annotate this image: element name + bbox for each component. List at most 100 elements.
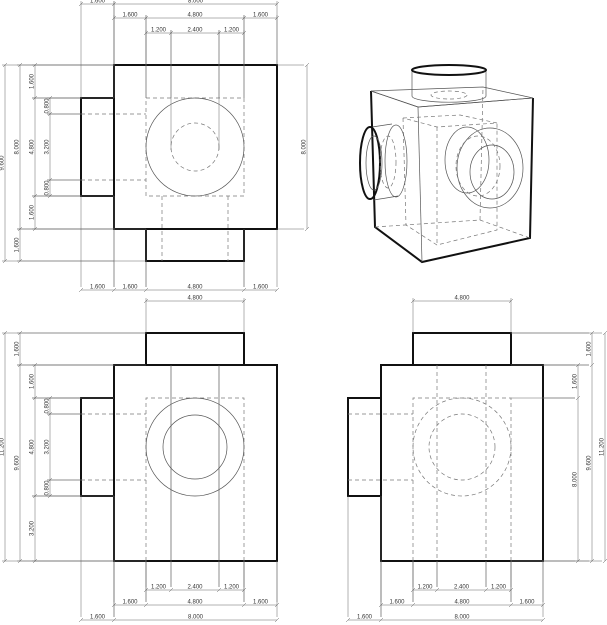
iso-left-cylinder-face [359,126,381,200]
dimension-tick [78,617,84,623]
dimension-tick [2,558,8,564]
dimension-tick [47,95,53,101]
dimension-label: 0.800 [45,480,51,496]
dimension-tick [410,298,416,304]
bottom-boss-outline [145,228,245,262]
dimension-label: 1.600 [253,600,269,606]
dimension-label: 4.800 [454,296,470,302]
dimension-tick [17,226,23,232]
top-view [80,64,278,262]
iso-hidden-bore-top [430,90,468,100]
dimension-label: 1.600 [122,600,138,606]
dimension-label: 4.800 [30,439,36,455]
dimension-label: 1.600 [90,0,106,5]
dimension-tick [241,298,247,304]
dimension-tick [17,558,23,564]
dimension-tick [304,62,310,68]
iso-right-cylinder-bore [469,144,515,200]
dimension-label: 9.600 [15,455,21,471]
dimension-tick [143,30,149,36]
dimension-label: 1.600 [90,615,106,621]
dimension-label: 1.600 [30,373,36,389]
dimension-tick [241,30,247,36]
hidden-bore [145,397,245,561]
dimension-tick [47,477,53,483]
dimension-tick [32,493,38,499]
dimension-tick [602,330,607,336]
dimension-tick [47,493,53,499]
dimension-tick [2,330,8,336]
dimension-label: 1.200 [417,585,433,591]
dimension-label: 0.800 [45,398,51,414]
dimension-tick [143,287,149,293]
top-boss-outline [145,332,245,366]
dimension-tick [32,62,38,68]
dimension-tick [483,587,489,593]
hidden-bore [412,397,512,561]
iso-left-cylinder-back [384,124,408,198]
dimension-label: 1.600 [573,373,579,389]
isometric-view [359,64,534,264]
dimension-tick [2,258,8,264]
dimension-tick [17,258,23,264]
dimension-label: 4.800 [187,285,203,291]
iso-silhouette [370,90,534,264]
dimension-tick [168,587,174,593]
dimension-label: 9.600 [0,155,6,171]
hidden-bore-square [145,97,245,197]
side-view [347,332,544,562]
iso-hidden-edge [374,219,531,239]
dimension-label: 8.000 [188,615,204,621]
dimension-tick [111,617,117,623]
iso-top-cylinder-cap [411,64,487,76]
dimension-tick [111,15,117,21]
iso-hidden-edge [479,86,484,221]
dimension-label: 1.600 [30,73,36,89]
dimension-tick [32,95,38,101]
dimension-tick [78,287,84,293]
dimension-label: 9.600 [587,455,593,471]
dimension-label: 1.600 [519,600,535,606]
dimension-tick [274,617,280,623]
dimension-label: 1.600 [90,285,106,291]
dimension-label: 4.800 [30,139,36,155]
dimension-label: 1.600 [389,600,405,606]
dimension-tick [241,287,247,293]
left-boss-outline [80,397,115,497]
dimension-label: 11.200 [0,437,6,456]
dimension-tick [508,602,514,608]
hidden-inner-circle [170,122,220,172]
dimension-tick [378,617,384,623]
dimension-label: 1.200 [491,585,507,591]
iso-top-cylinder [411,70,487,103]
iso-edge [417,97,534,108]
dimension-label: 0.800 [45,180,51,196]
hidden-boss-circle [412,397,512,497]
dimension-label: 4.800 [187,600,203,606]
main-body-outline [113,64,278,230]
dimension-tick [111,1,117,7]
front-boss-circle [145,397,245,497]
dimension-label: 1.200 [224,585,240,591]
dimension-tick [78,1,84,7]
dimension-tick [32,395,38,401]
dimension-label: 2.400 [187,585,203,591]
dimension-tick [575,395,581,401]
dimension-label: 1.200 [224,28,240,34]
dimension-tick [32,558,38,564]
dimension-label: 1.600 [357,615,373,621]
dimension-label: 11.200 [600,437,606,456]
left-boss-outline [80,97,115,197]
dimension-tick [17,62,23,68]
dimension-label: 4.800 [454,600,470,606]
dimension-tick [589,362,595,368]
front-view [80,332,278,562]
dimension-tick [47,395,53,401]
iso-hidden-bore [379,135,397,189]
dimension-tick [434,587,440,593]
iso-hidden-bore [402,117,498,246]
dimension-label: 8.000 [302,139,308,155]
dimension-tick [47,411,53,417]
